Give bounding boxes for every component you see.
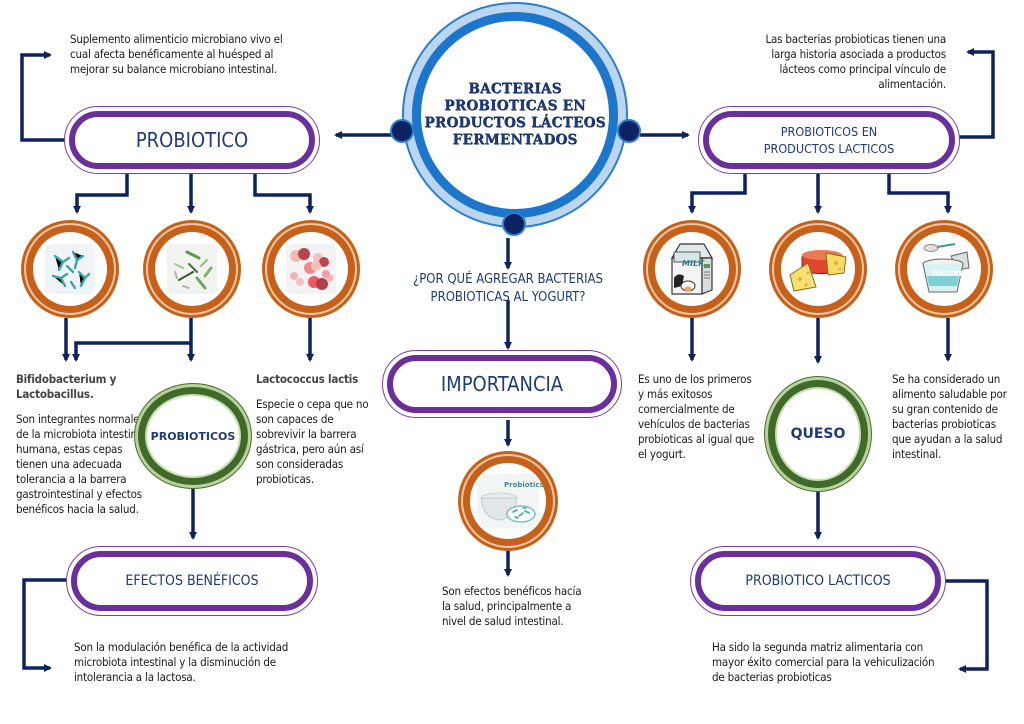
lactococcus-microscope-icon xyxy=(286,244,336,294)
productos-definition: Las bacterias probioticas tienen una lar… xyxy=(765,32,946,91)
productos-lacticos-node[interactable]: PROBIOTICOS EN PRODUCTOS LACTICOS xyxy=(698,106,960,174)
title-line-1: BACTERIAS xyxy=(468,81,562,97)
importancia-label: IMPORTANCIA xyxy=(387,355,617,413)
queso-label: QUESO xyxy=(777,389,859,479)
main-topic-title: BACTERIAS PROBIOTICAS EN PRODUCTOS LÁCTE… xyxy=(424,81,605,149)
probioticos-label: PROBIOTICOS xyxy=(147,396,239,476)
probiotico-label: PROBIOTICO xyxy=(69,111,315,169)
arrow-probiotico-to-definition xyxy=(20,51,66,142)
bifidobacterium-image-circle xyxy=(21,220,119,318)
lactobacillus-image-circle xyxy=(143,220,241,318)
title-line-4: FERMENTADOS xyxy=(452,132,578,148)
efectos-beneficos-label: EFECTOS BENÉFICOS xyxy=(71,551,313,611)
bifidobacterium-microscope-icon xyxy=(45,244,95,294)
yogurt-image-circle: YOGURT xyxy=(895,220,993,318)
lactococcus-text: Especie o cepa que no son capaces de sob… xyxy=(256,397,369,486)
cheese-icon xyxy=(789,250,847,292)
connector-dot-right xyxy=(617,119,641,143)
bifidobacterium-text: Son integrantes normales de la microbiot… xyxy=(16,412,146,516)
efectos-beneficos-node[interactable]: EFECTOS BENÉFICOS xyxy=(66,546,318,616)
connector-dot-bottom xyxy=(502,212,526,236)
yogurt-question: ¿POR QUÉ AGREGAR BACTERIAS PROBIOTICAS A… xyxy=(413,272,603,305)
importancia-node[interactable]: IMPORTANCIA xyxy=(382,350,622,418)
probiotic-bowl-image-circle: Probiotics xyxy=(458,451,558,551)
milk-image-circle: MILK xyxy=(643,220,741,318)
yogurt-cup-icon xyxy=(922,243,970,293)
probiotico-lacticos-node[interactable]: PROBIOTICO LACTICOS xyxy=(690,546,946,616)
probiotico-lacticos-text: Ha sido la segunda matriz alimentaria co… xyxy=(712,640,935,684)
title-line-3: PRODUCTOS LÁCTEOS xyxy=(424,115,606,131)
arrow-probiotico-child-1 xyxy=(73,172,129,214)
bifidobacterium-title: Bifidobacterium y Lactobacillus. xyxy=(16,372,117,401)
probiotic-bowl-icon xyxy=(477,474,539,528)
productos-lacticos-line-2: PRODUCTOS LACTICOS xyxy=(763,141,895,156)
lactococcus-section: Lactococcus lactis Especie o cepa que no… xyxy=(256,372,376,487)
milk-carton-icon xyxy=(670,243,714,295)
yogurt-text: Se ha considerado un alimento saludable … xyxy=(892,372,1007,461)
arrow-productos-to-definition xyxy=(958,48,995,139)
lactococcus-image-circle xyxy=(262,220,360,318)
productos-lacticos-line-1: PROBIOTICOS EN xyxy=(780,124,878,139)
probioticos-node[interactable]: PROBIOTICOS xyxy=(134,383,252,489)
efectos-beneficos-text: Son la modulación benéfica de la activid… xyxy=(74,640,289,684)
probiotico-definition: Suplemento alimenticio microbiano vivo e… xyxy=(70,32,283,76)
bifidobacterium-section: Bifidobacterium y Lactobacillus. Son int… xyxy=(16,372,146,517)
main-topic-circle: BACTERIAS PROBIOTICAS EN PRODUCTOS LÁCTE… xyxy=(402,2,628,228)
arrow-lacto-to-bifido xyxy=(72,341,191,362)
productos-lacticos-label: PROBIOTICOS EN PRODUCTOS LACTICOS xyxy=(703,111,955,169)
arrow-productos-child-3 xyxy=(887,174,952,214)
importancia-text: Son efectos benéficos hacía la salud, pr… xyxy=(442,584,582,628)
lactococcus-title: Lactococcus lactis xyxy=(256,372,359,386)
arrow-efectos-to-text xyxy=(22,578,66,672)
milk-text: Es uno de los primeros y más exitosos co… xyxy=(638,372,755,461)
title-line-2: PROBIOTICAS EN xyxy=(444,98,586,114)
cheese-image-circle xyxy=(769,220,867,318)
probiotics-caption: Probiotics xyxy=(504,481,544,489)
lactobacillus-microscope-icon xyxy=(167,244,217,294)
yogurt-label: YOGURT xyxy=(930,270,964,278)
milk-label: MILK xyxy=(681,259,706,268)
queso-node[interactable]: QUESO xyxy=(764,376,872,492)
probiotico-lacticos-label: PROBIOTICO LACTICOS xyxy=(695,551,941,611)
arrow-probiotico-child-3 xyxy=(253,172,314,214)
probiotico-node[interactable]: PROBIOTICO xyxy=(64,106,320,174)
arrow-lacticos-to-text xyxy=(944,579,989,673)
arrow-productos-child-1 xyxy=(688,174,747,214)
connector-dot-left xyxy=(390,119,414,143)
